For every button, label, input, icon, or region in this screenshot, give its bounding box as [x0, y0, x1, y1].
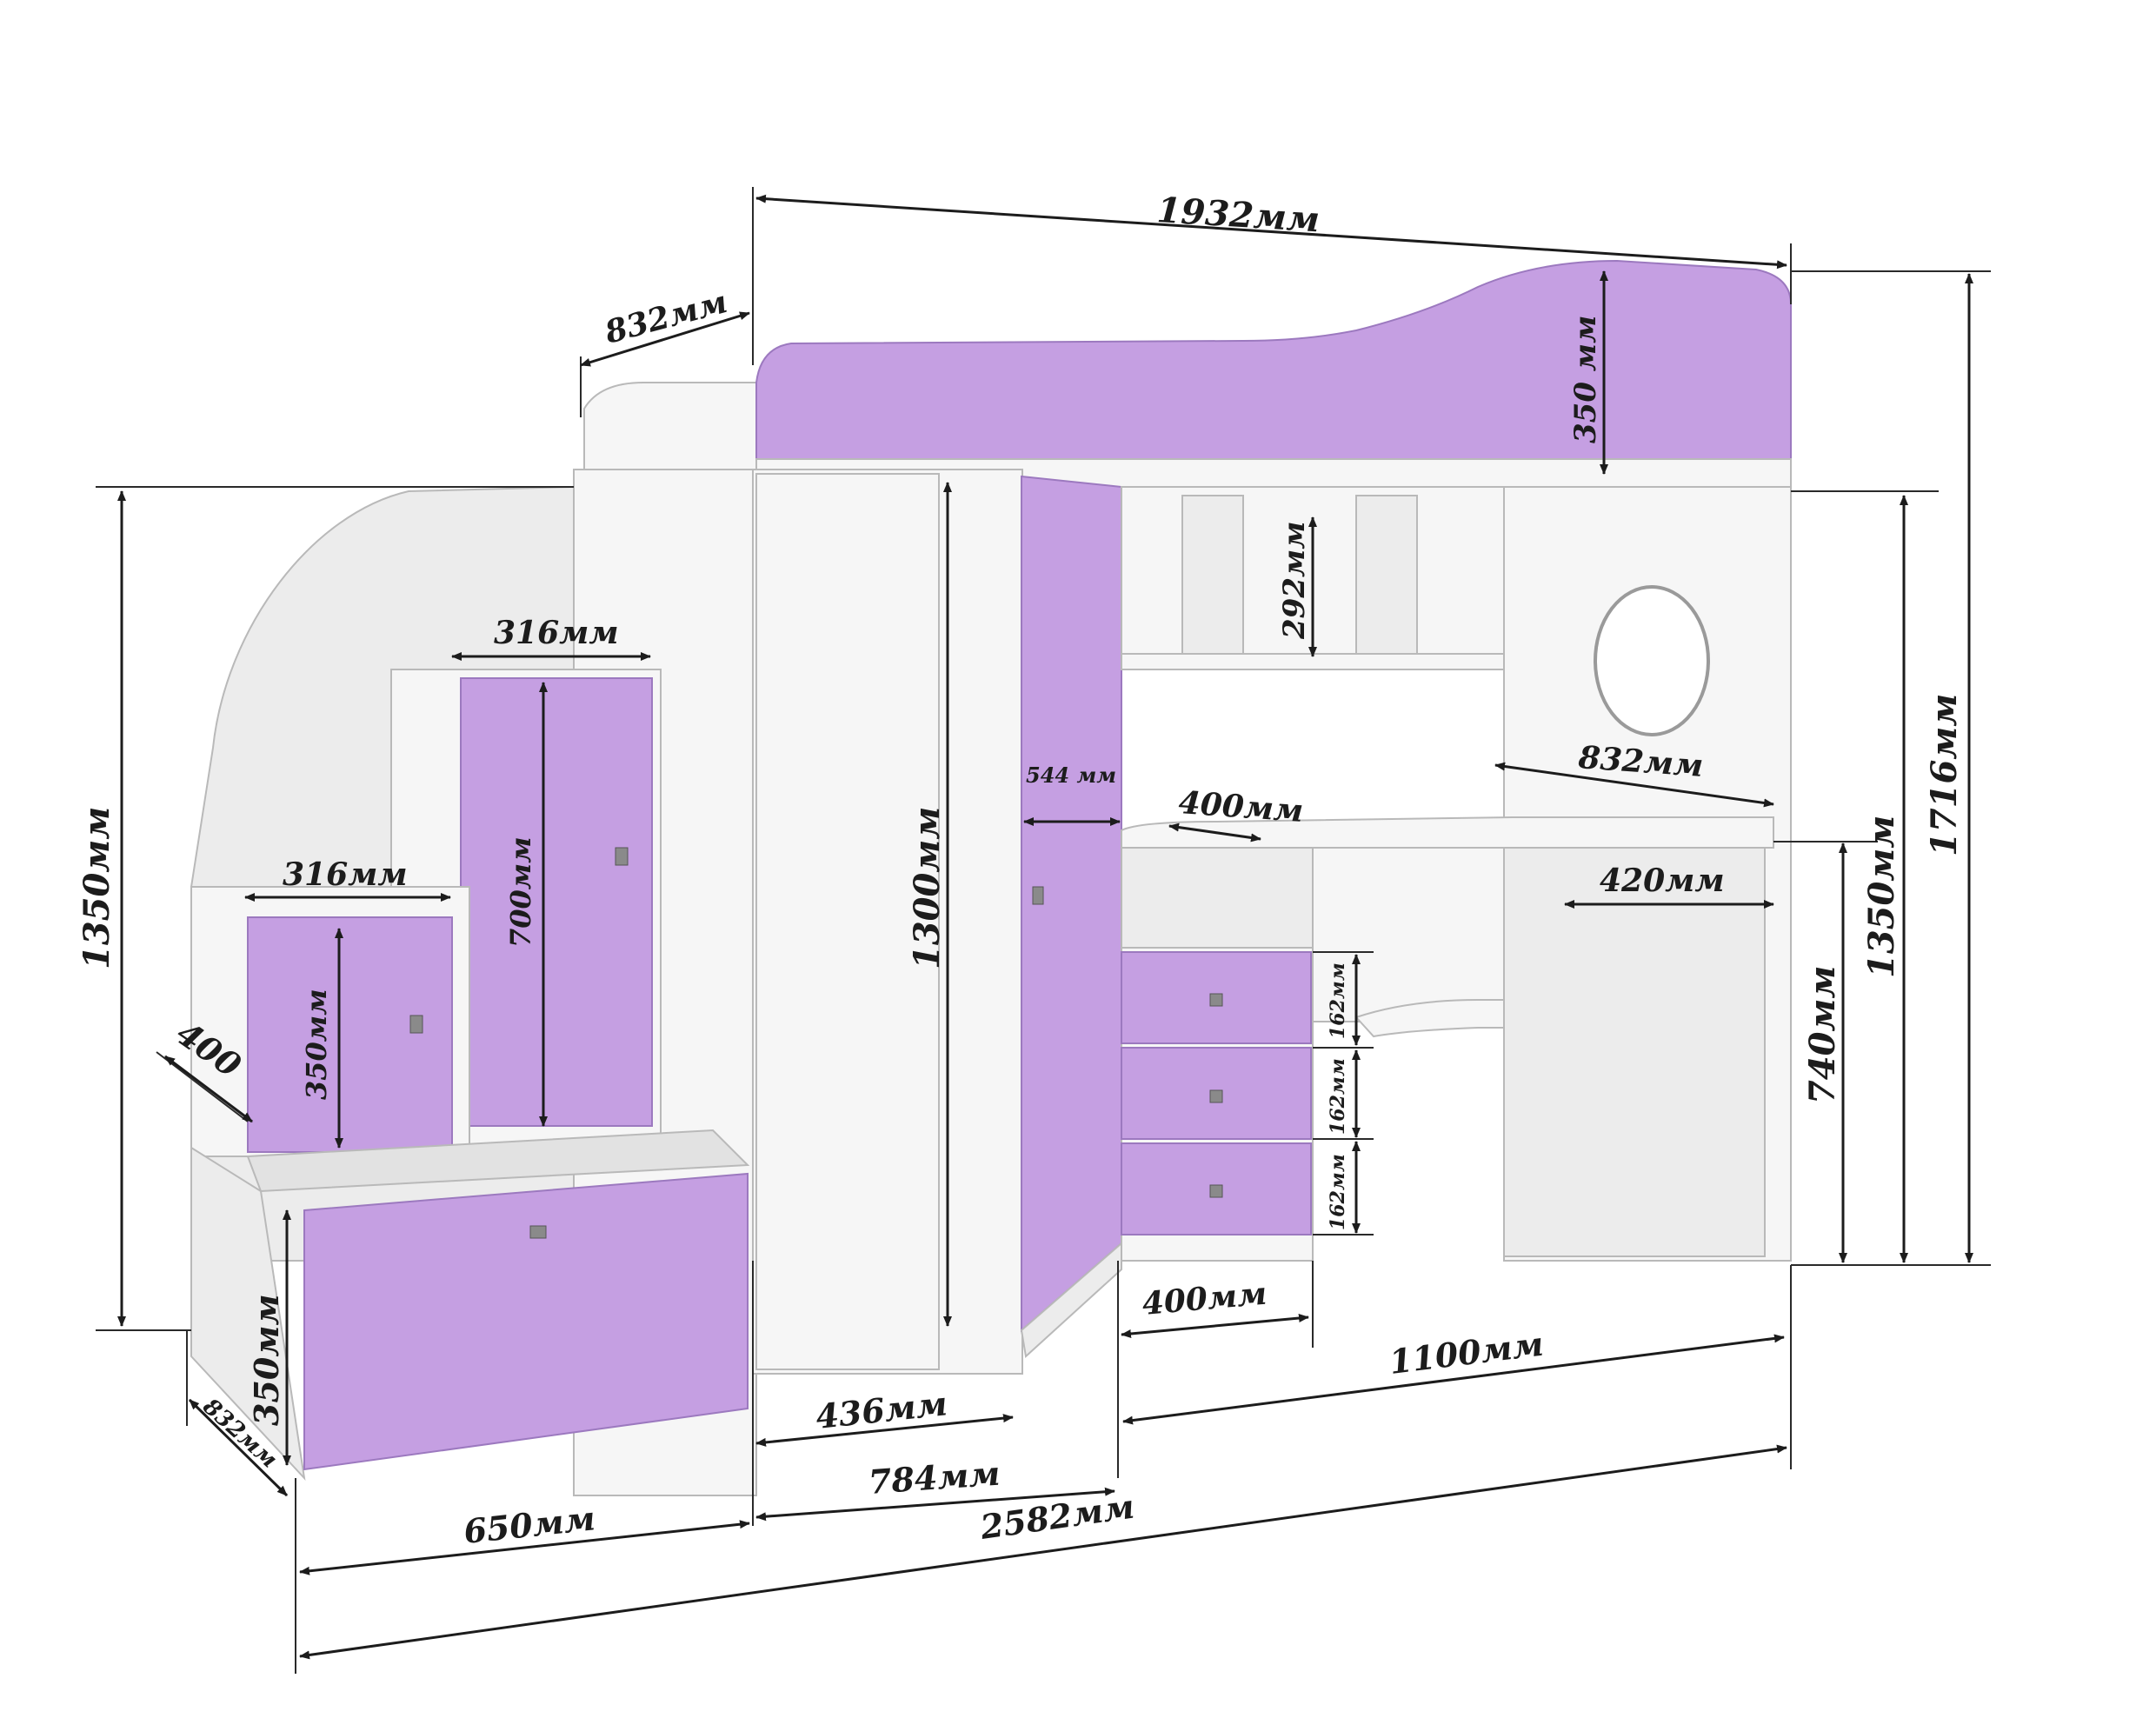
- label-desk-depth: 400мм: [1177, 784, 1304, 829]
- desk-under-cabinet: [1121, 847, 1314, 953]
- dimension-labels: 1932мм 832мм 350 мм 1716мм 1350мм 740мм …: [77, 190, 1965, 1551]
- furniture: [190, 259, 1792, 1496]
- upper-step-door: [460, 677, 653, 1127]
- shelf-divider-1: [1181, 495, 1244, 662]
- label-wardrobe-height: 1300мм: [907, 807, 948, 969]
- upper-step-handle: [615, 847, 629, 866]
- lower-step-door: [247, 916, 453, 1153]
- label-under-bed-height: 1350мм: [1861, 816, 1902, 978]
- dimension-lines: [96, 187, 1991, 1674]
- label-drawer-3: 162мм: [1327, 1154, 1349, 1230]
- base-step-top: [246, 1129, 750, 1193]
- shelf-divider-2: [1355, 495, 1418, 662]
- label-left-height: 1350мм: [77, 807, 117, 969]
- narrow-door-handle: [1032, 886, 1044, 905]
- label-desk-span: 1100мм: [1387, 1324, 1546, 1382]
- label-lower-step-door-height: 350мм: [300, 989, 333, 1100]
- label-top-length: 1932мм: [1155, 190, 1321, 240]
- base-box-handle: [529, 1225, 547, 1239]
- label-desk-return: 420мм: [1600, 862, 1725, 899]
- label-desk-height: 740мм: [1802, 965, 1843, 1104]
- label-drawer-2: 162мм: [1327, 1058, 1349, 1135]
- label-drawer-1: 162мм: [1327, 962, 1349, 1039]
- drawer-1-handle: [1209, 993, 1223, 1007]
- lower-step-handle: [409, 1015, 423, 1034]
- shelf-board: [1121, 653, 1548, 670]
- bed-head-block: [583, 382, 757, 470]
- label-desk-length: 832мм: [1576, 739, 1704, 784]
- base-box-front: [303, 1172, 749, 1471]
- label-guard-height: 350 мм: [1568, 316, 1603, 443]
- label-top-depth: 832мм: [600, 283, 731, 351]
- drawer-3-handle: [1209, 1184, 1223, 1198]
- label-upper-step-door-height: 700мм: [504, 836, 537, 948]
- label-base-box-height: 350мм: [247, 1294, 286, 1426]
- label-shelf-height: 292мм: [1277, 521, 1312, 640]
- corner-panel: [1020, 1241, 1122, 1358]
- drawer-2-handle: [1209, 1089, 1223, 1103]
- label-drawer-unit-width: 400мм: [1141, 1275, 1268, 1322]
- desk-leg-panel: [1503, 847, 1766, 1257]
- wardrobe-door: [755, 473, 940, 1370]
- label-lower-step-width: 316мм: [283, 856, 408, 893]
- porthole: [1594, 585, 1710, 736]
- label-narrow-door-width: 544 мм: [1026, 763, 1116, 788]
- label-wardrobe-width: 436мм: [814, 1383, 948, 1436]
- label-total-height-right: 1716мм: [1924, 694, 1965, 856]
- bed-guard-panel: [755, 259, 1792, 488]
- label-upper-step-width: 316мм: [494, 615, 619, 651]
- label-wardrobe-total: 784мм: [867, 1454, 1001, 1502]
